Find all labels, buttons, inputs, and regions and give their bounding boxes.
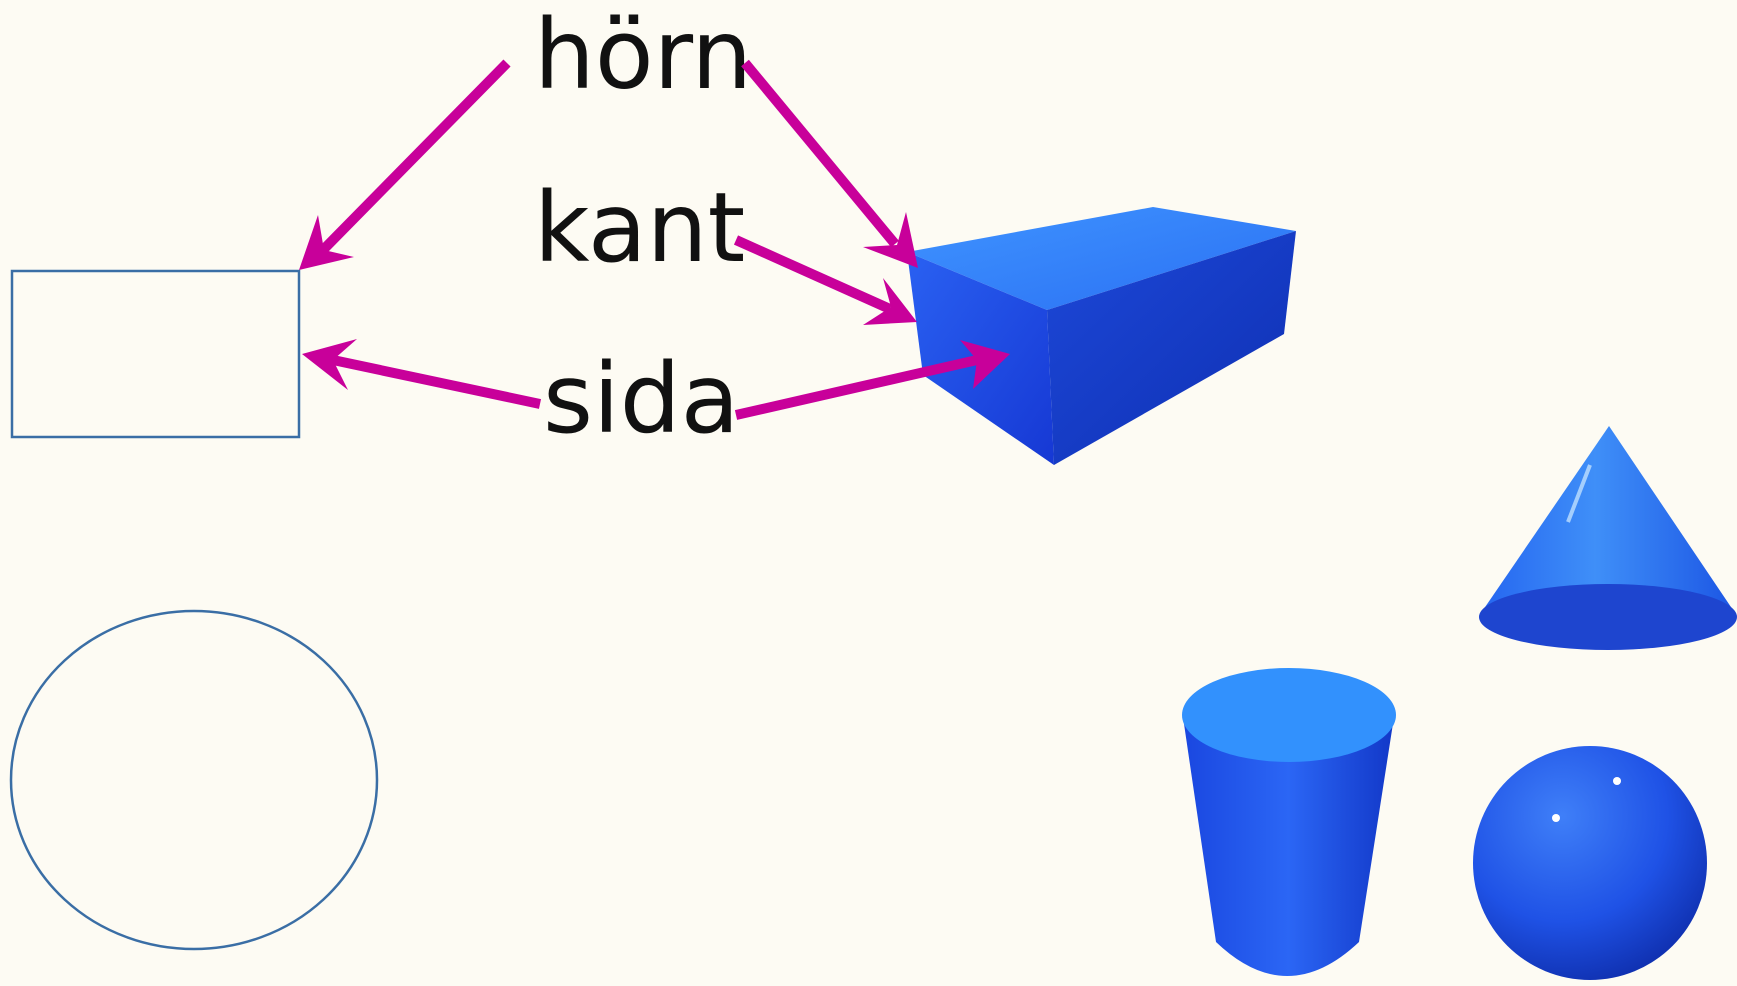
sphere-highlight-1	[1613, 777, 1621, 785]
cylinder-body	[1183, 717, 1394, 976]
cuboid-solid	[907, 207, 1296, 465]
cone-solid	[1479, 426, 1737, 650]
label-side: sida	[543, 343, 739, 455]
arrows	[299, 59, 1010, 420]
cone-base	[1479, 584, 1737, 650]
sphere-body	[1473, 746, 1707, 980]
sphere-solid	[1473, 746, 1707, 980]
arrow-corner-to-cuboid	[741, 59, 918, 268]
cuboid-side-face	[1047, 231, 1296, 465]
arrow-side-to-cuboid	[734, 340, 1010, 420]
cylinder-solid	[1182, 668, 1396, 976]
cone-body	[1481, 426, 1735, 613]
arrow-edge-to-cuboid	[733, 235, 917, 325]
label-edge: kant	[534, 172, 745, 284]
label-corner: hörn	[534, 0, 752, 111]
cylinder-top	[1182, 668, 1396, 762]
arrow-corner-to-rectangle	[299, 59, 511, 270]
rectangle-outline	[10, 269, 301, 439]
sphere-highlight-2	[1552, 814, 1560, 822]
cone-highlight	[1566, 464, 1592, 523]
arrow-side-to-rectangle	[302, 339, 542, 409]
circle-outline	[9, 609, 379, 951]
cuboid-top-face	[907, 207, 1296, 310]
